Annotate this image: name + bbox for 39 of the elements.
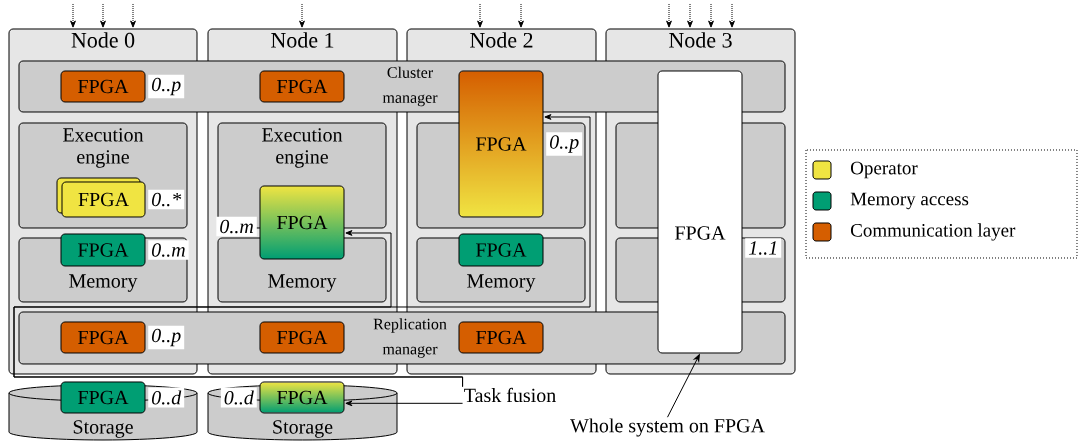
input-arrow (299, 3, 305, 28)
legend-label: Communication layer (851, 223, 1016, 241)
legend-label: Operator (851, 161, 918, 179)
input-arrow (687, 3, 693, 28)
fpga-box: FPGA (458, 321, 544, 354)
fpga-box: FPGA (259, 185, 345, 260)
input-arrow (70, 3, 76, 28)
multiplicity-label: 0..p (546, 132, 583, 156)
fpga-box: FPGA (458, 70, 544, 218)
fpga-box: FPGA (60, 70, 146, 103)
input-arrow (708, 3, 714, 28)
multiplicity-label: 0..m (216, 216, 257, 237)
multiplicity-label: 0..p (148, 74, 185, 99)
arrow (13, 114, 591, 388)
input-arrow (130, 3, 136, 28)
fpga-box: FPGA (259, 70, 345, 103)
fpga-box: FPGA (60, 233, 146, 267)
fpga-box: FPGA (259, 321, 345, 354)
legend-label: Memory access (850, 192, 969, 210)
arrow (345, 400, 464, 407)
input-arrow (100, 3, 106, 28)
multiplicity-label: 1..1 (745, 238, 782, 258)
fpga-box: FPGA (60, 381, 146, 414)
fpga-box: FPGA (259, 381, 345, 414)
multiplicity-label: 0..* (148, 189, 185, 210)
input-arrow (518, 3, 524, 28)
fpga-box: FPGA (458, 233, 544, 267)
input-arrow (477, 3, 483, 28)
multiplicity-label: 0..m (148, 240, 189, 260)
annotation-text: Whole system on FPGA (570, 418, 765, 437)
multiplicity-label: 0..p (148, 325, 185, 350)
annotation-text: Task fusion (464, 387, 556, 403)
fpga-box: FPGA (657, 70, 743, 354)
multiplicity-label: 0..d (148, 387, 185, 408)
fpga-box: FPGA (60, 321, 146, 354)
multiplicity-label: 0..d (220, 387, 257, 408)
input-arrow (729, 3, 735, 28)
arrow (667, 354, 700, 418)
input-arrow (666, 3, 672, 28)
